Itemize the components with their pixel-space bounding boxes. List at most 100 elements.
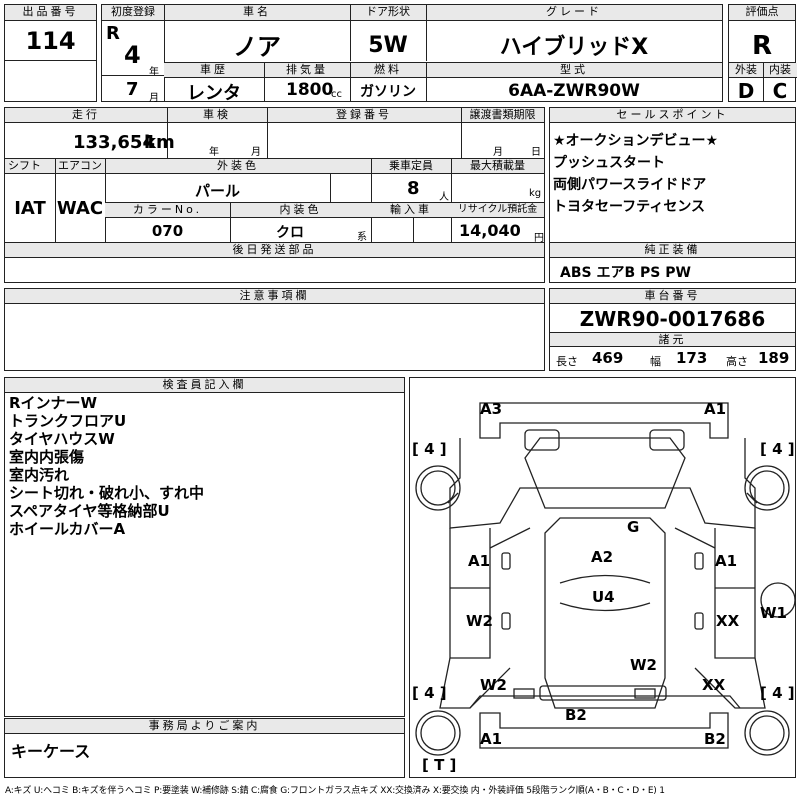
car-outline-diagram [415,402,795,756]
specs-label: 諸元 [550,332,795,347]
model-label: 型式 [426,63,722,78]
ac-label: エアコン [55,159,105,174]
spare-tire: [ T ] [422,756,457,774]
damage-mark: G [627,518,640,536]
int-color: クロ [276,225,304,241]
notes-label: 注意事項欄 [5,289,544,304]
tire-rear-right: [ 4 ] [760,684,795,702]
office-box: 事務局よりご案内 キーケース [4,718,405,778]
exterior-grade: D [737,79,755,103]
era: R [106,23,120,44]
month-unit: 月 [149,93,159,104]
ac: WAC [56,198,104,219]
damage-mark: XX [702,676,726,694]
inspection-month: 月 [251,147,261,158]
interior-label: 内装 [763,63,797,78]
first-reg-year: 4 [124,41,141,69]
sales-point-item: ★オークションデビュー★ [553,133,719,149]
recycle-unit: 円 [534,233,544,244]
fuel-label: 燃料 [350,63,426,78]
car-name-label: 車名 [164,5,350,21]
damage-mark: W1 [760,604,787,622]
fuel: ガソリン [360,84,416,100]
tire-front-left: [ 4 ] [412,440,447,458]
reg-no-label: 登録番号 [267,108,461,123]
history-label: 車歴 [164,63,264,78]
history: レンタ [187,83,241,104]
car-name: ノア [233,33,281,61]
sales-points-box: セールスポイント ★オークションデビュー★ プッシュスタート 両側パワースライド… [549,107,796,243]
width: 173 [676,349,708,367]
lot-empty-box [4,60,97,102]
transfer-day: 日 [531,147,541,158]
import-label: 輸入車 [371,203,451,218]
tire-front-right: [ 4 ] [760,440,795,458]
office-label: 事務局よりご案内 [5,719,404,734]
model: 6AA-ZWR90W [508,81,640,101]
transfer-month: 月 [493,147,503,158]
equipment-box: 純正装備 ABS エアB PS PW [549,242,796,283]
damage-mark: XX [716,612,740,630]
equipment-label: 純正装備 [550,243,795,258]
int-color-label: 内装色 [230,203,371,218]
lot-number-label: 出品番号 [5,5,96,21]
inspector-note: スペアタイヤ等格納部U [9,502,170,520]
inspector-box: 検査員記入欄 RインナーW トランクフロアU タイヤハウスW 室内内張傷 室内汚… [4,377,405,717]
shift-label: シフト [5,159,55,174]
chassis-label: 車台番号 [550,289,795,304]
width-label: 幅 [650,355,661,368]
tire-rear-left: [ 4 ] [412,684,447,702]
damage-mark: W2 [466,612,493,630]
inspector-note: タイヤハウスW [9,430,115,448]
office-note: キーケース [11,742,91,761]
height: 189 [758,349,790,367]
ext-color-label: 外装色 [105,159,371,174]
damage-mark: A1 [480,730,503,748]
grade-label: グレード [426,5,722,21]
later-parts-label: 後日発送部品 [5,243,544,258]
equipment: ABS エアB PS PW [560,265,691,281]
details-grid: 走行 車検 登録番号 譲渡書類期限 133,654 km 年 月 月 日 シフト… [4,107,545,244]
mileage: 133,654 [73,132,155,153]
sales-point-item: プッシュスタート [553,155,665,171]
color-no-label: カラーNo. [105,203,230,218]
damage-mark: U4 [592,588,615,606]
sales-points-label: セールスポイント [550,108,795,123]
year-unit: 年 [149,67,159,78]
grade: ハイブリッドX [499,35,649,60]
height-label: 高さ [726,355,748,368]
lot-number-box: 出品番号 114 [4,4,97,61]
rating: R [751,31,773,61]
first-reg-month: 7 [126,79,139,100]
first-reg-label: 初度登録 [102,5,164,21]
sales-point-item: 両側パワースライドドア [553,177,707,193]
shift: IAT [14,198,46,219]
exterior-label: 外装 [729,63,763,78]
inspector-note: 室内汚れ [9,466,70,484]
inspector-note: シート切れ・破れ小、すれ中 [9,484,205,502]
inspection-year: 年 [209,147,219,158]
chassis-number: ZWR90-0017686 [579,307,766,331]
damage-mark: A1 [704,400,727,418]
capacity-label: 乗車定員 [371,159,451,174]
capacity: 8 [407,178,420,199]
damage-mark: A1 [715,552,738,570]
inspector-label: 検査員記入欄 [5,378,404,393]
notes-box: 注意事項欄 [4,288,545,371]
inspector-note: トランクフロアU [9,412,127,430]
damage-mark: A2 [591,548,614,566]
length-label: 長さ [556,355,578,368]
damage-mark: A3 [480,400,503,418]
door-label: ドア形状 [350,5,426,21]
int-color-unit: 系 [357,232,367,243]
mileage-unit: km [144,132,175,153]
rating-label: 評価点 [729,5,795,21]
capacity-unit: 人 [439,192,449,203]
recycle-label: リサイクル預託金 [451,203,544,218]
damage-mark: W2 [630,656,657,674]
displacement: 1800 [286,80,334,100]
damage-mark: B2 [565,706,587,724]
chassis-box: 車台番号 ZWR90-0017686 諸元 長さ 469 幅 173 高さ 18… [549,288,796,371]
inspector-note: ホイールカバーA [9,520,126,538]
mileage-label: 走行 [5,108,167,123]
